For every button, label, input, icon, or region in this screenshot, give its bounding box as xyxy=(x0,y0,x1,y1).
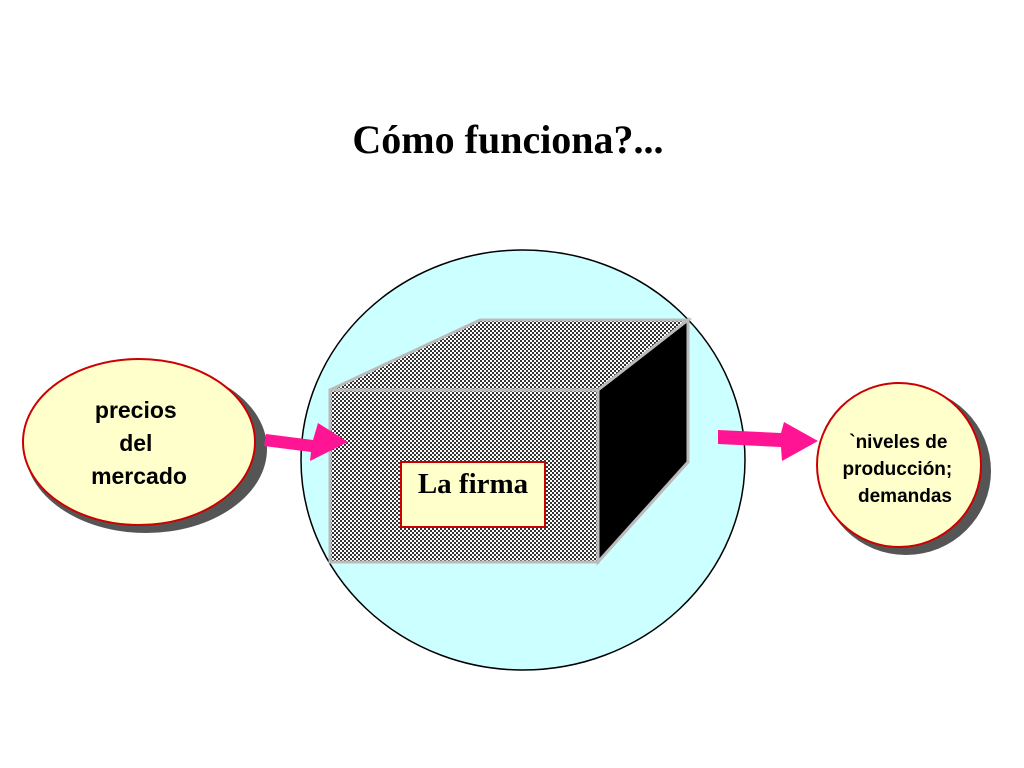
page-title: Cómo funciona?... xyxy=(352,117,663,162)
input-oval xyxy=(22,358,256,526)
output-oval xyxy=(816,382,982,548)
output-label-line: producción; xyxy=(842,459,952,480)
input-label: precios del mercado xyxy=(91,397,187,489)
output-label-line: `niveles de xyxy=(849,432,947,453)
output-arrow xyxy=(718,422,818,461)
firm-label: La firma xyxy=(418,468,529,500)
input-arrow xyxy=(264,423,348,461)
output-label: `niveles de producción; demandas xyxy=(842,432,957,507)
input-label-line: mercado xyxy=(91,463,187,489)
input-label-line: del xyxy=(119,430,152,456)
firm-box-side xyxy=(596,316,690,566)
input-label-line: precios xyxy=(95,397,177,423)
output-label-line: demandas xyxy=(858,486,952,507)
firm-label-box xyxy=(400,461,546,528)
